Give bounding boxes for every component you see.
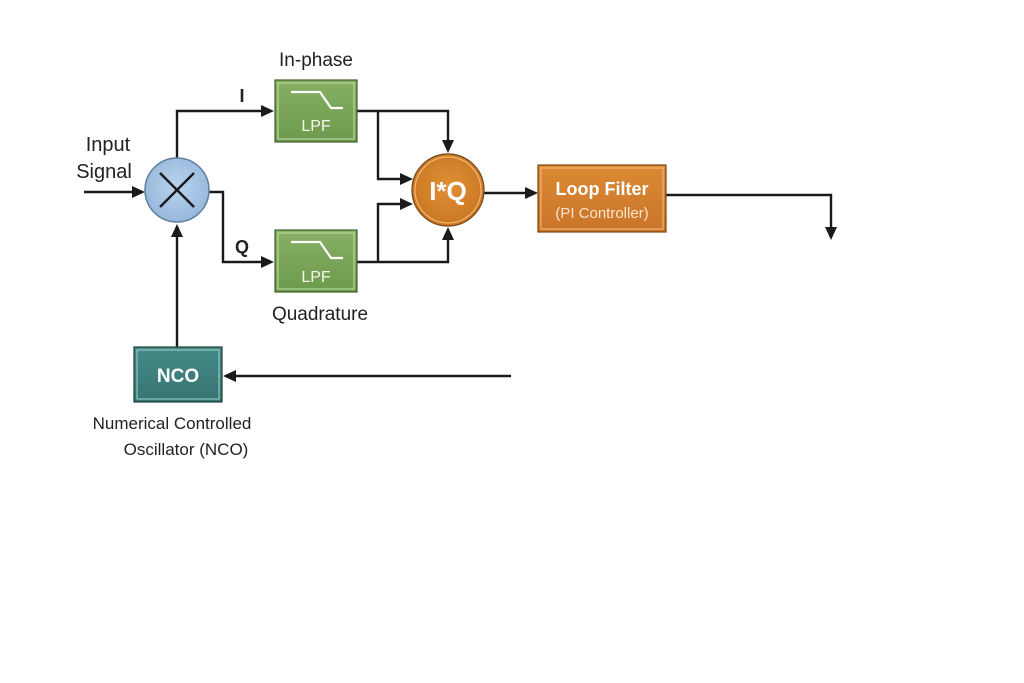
q-filtered-wire <box>357 198 454 264</box>
lpf-in-phase-label: LPF <box>301 118 331 135</box>
q-branch-label: Q <box>235 237 249 257</box>
quadrature-label: Quadrature <box>272 304 368 325</box>
loop-filter-title: Loop Filter <box>556 179 649 199</box>
phase-detector-label: I*Q <box>429 176 467 206</box>
lowpass-response-icon <box>291 90 343 110</box>
iq-to-loop-filter-wire <box>484 187 538 199</box>
input-signal-wire <box>84 186 145 198</box>
input-signal-label-line2: Signal <box>76 161 132 183</box>
loop-filter-output-wire <box>666 193 837 240</box>
lpf-in-phase-block[interactable]: LPF <box>274 79 358 143</box>
mixer-block[interactable] <box>144 157 210 223</box>
in-phase-label: In-phase <box>279 50 353 71</box>
nco-label: NCO <box>157 366 199 387</box>
i-branch-label: I <box>239 86 244 106</box>
lowpass-response-icon <box>291 240 343 260</box>
i-branch-wire <box>175 105 274 158</box>
i-filtered-wire <box>357 109 454 185</box>
nco-caption-line2: Oscillator (NCO) <box>124 440 249 459</box>
loop-filter-subtitle: (PI Controller) <box>555 205 648 222</box>
q-branch-wire <box>208 190 274 268</box>
loop-filter-block[interactable]: Loop Filter (PI Controller) <box>537 164 667 233</box>
input-signal-label-line1: Input <box>86 134 131 156</box>
feedback-to-nco-wire <box>223 370 511 382</box>
lpf-quadrature-label: LPF <box>301 269 331 286</box>
nco-to-mixer-wire <box>171 224 183 347</box>
nco-caption-line1: Numerical Controlled <box>93 414 252 433</box>
lpf-quadrature-block[interactable]: LPF <box>274 229 358 293</box>
nco-block[interactable]: NCO <box>133 346 223 403</box>
phase-detector-block[interactable]: I*Q <box>411 153 485 227</box>
